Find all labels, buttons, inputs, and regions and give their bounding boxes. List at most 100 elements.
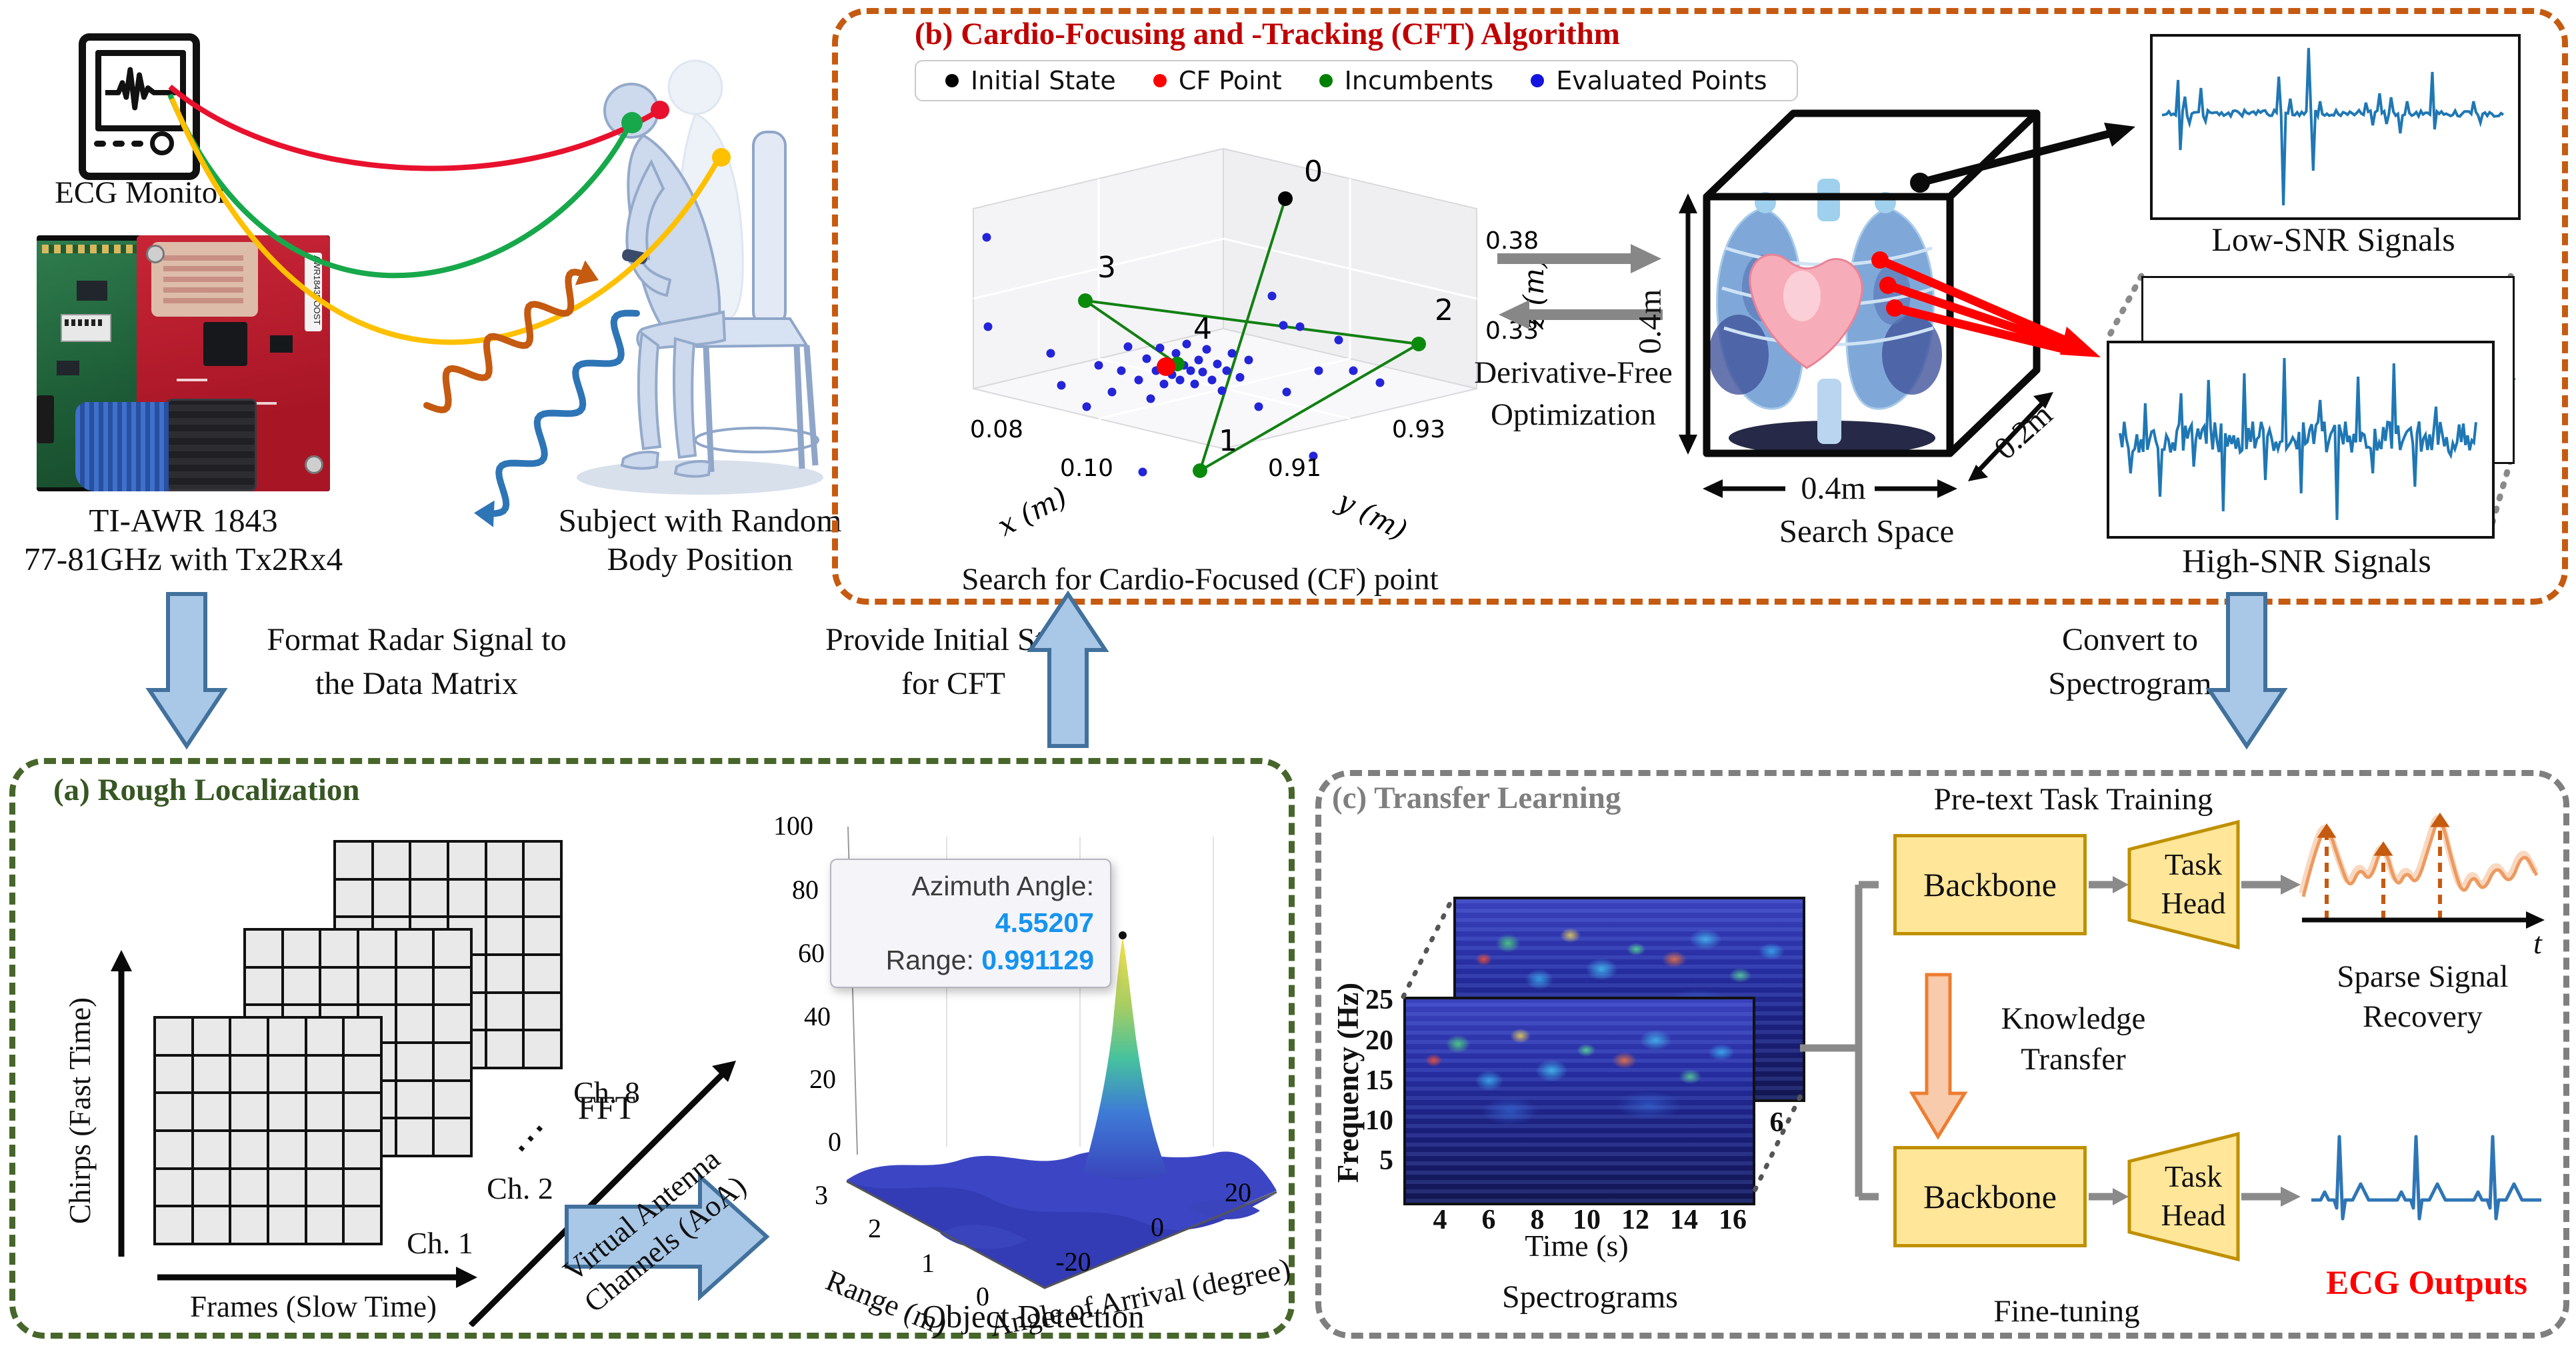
monitor-knob-icon [150, 131, 174, 155]
legend-dot-icon [1153, 74, 1167, 87]
tick-label: 6 [1481, 1205, 1496, 1235]
cube-width-label: 0.4m [1801, 471, 1866, 506]
ecg-wave-icon [105, 67, 177, 111]
data-matrix-ch1 [153, 1016, 383, 1245]
radar-board-photo: AWR1843BOOST [37, 235, 330, 491]
object-detection-caption: Object Detection [922, 1298, 1145, 1335]
subject-label-2: Body Position [607, 541, 793, 577]
legend-dot-icon [1531, 74, 1545, 87]
dfo-label-1: Derivative-Free [1474, 355, 1673, 390]
backbone-pretext-box: Backbone [1893, 834, 2087, 935]
ecg-outputs-label: ECG Outputs [2326, 1265, 2527, 1302]
tick-label: 12 [1621, 1205, 1649, 1235]
tick-label: 20 [1365, 1025, 1393, 1056]
ecg-monitor-label: ECG Monitor [55, 175, 228, 210]
ecg-monitor-icon [79, 33, 200, 180]
svg-text:-20: -20 [1055, 1247, 1091, 1277]
back-spectrogram-tick: 6 [1769, 1107, 1784, 1138]
svg-text:0.10: 0.10 [1060, 455, 1113, 482]
svg-text:0: 0 [828, 1127, 841, 1157]
legend-item: Incumbents [1319, 66, 1493, 95]
svg-text:0.38: 0.38 [1485, 227, 1539, 255]
svg-text:3: 3 [815, 1180, 828, 1210]
panel-a-title: (a) Rough Localization [53, 773, 360, 807]
panel-a-axes [111, 950, 770, 1327]
convert-flow-arrow [2205, 592, 2288, 750]
panel-c-border [1315, 770, 2569, 1339]
subject-illustration [577, 59, 823, 495]
channel-label-1: Ch. 1 [407, 1226, 473, 1260]
panel-a-border [9, 758, 1295, 1339]
scatter-legend: Initial State CF Point Incumbents Evaluated… [915, 60, 1798, 101]
legend-item: Evaluated Points [1531, 66, 1767, 95]
tick-label: 15 [1365, 1065, 1393, 1096]
ecg-leads-and-radar-waves [167, 84, 731, 527]
legend-item: Initial State [945, 66, 1116, 95]
frames-axis-label: Frames (Slow Time) [189, 1290, 437, 1323]
chest-illustration [1709, 179, 1942, 455]
convert-label-1: Convert to [2062, 622, 2198, 657]
legend-dot-icon [1319, 74, 1333, 87]
svg-text:3: 3 [1097, 251, 1116, 285]
subject-label-1: Subject with Random [558, 502, 842, 539]
panel-c-connectors [1401, 819, 2301, 1262]
legend-dot-icon [945, 74, 959, 87]
svg-text:0: 0 [976, 1281, 989, 1311]
convert-label-2: Spectrogram [2048, 666, 2212, 701]
format-flow-arrow [145, 592, 228, 750]
tick-label: 10 [1573, 1205, 1601, 1235]
svg-text:0: 0 [1304, 155, 1323, 189]
svg-text:0: 0 [1151, 1212, 1164, 1242]
chirps-axis-label: Chirps (Fast Time) [63, 997, 97, 1225]
tick-label: 5 [1379, 1145, 1393, 1176]
tick-label: 4 [1433, 1205, 1447, 1235]
low-snr-label: Low-SNR Signals [2211, 221, 2455, 258]
svg-text:4: 4 [1193, 312, 1212, 346]
sparse-label-2: Recovery [2362, 999, 2483, 1034]
channel-label-2: Ch. 2 [487, 1171, 553, 1205]
fft-label: FFT [577, 1089, 636, 1126]
tick-label: 25 [1365, 985, 1393, 1015]
cube-height-label: 0.4m [1632, 289, 1668, 355]
panel-b-title: (b) Cardio-Focusing and -Tracking (CFT) … [915, 17, 1620, 51]
sparse-signal-plot [2299, 813, 2545, 929]
svg-text:20: 20 [1225, 1177, 1251, 1207]
backbone-finetune-box: Backbone [1893, 1146, 2087, 1247]
scatter-caption: Search for Cardio-Focused (CF) point [961, 562, 1439, 597]
low-snr-box [2150, 34, 2521, 220]
svg-text:80: 80 [792, 875, 819, 905]
legend-item: CF Point [1153, 66, 1282, 95]
svg-text:20: 20 [809, 1064, 836, 1094]
format-label-1: Format Radar Signal to [267, 622, 567, 657]
tick-label: 14 [1670, 1205, 1698, 1235]
high-snr-box [2107, 341, 2495, 539]
svg-text:1: 1 [921, 1248, 935, 1278]
time-axis-label: Time (s) [1525, 1229, 1629, 1263]
format-label-2: the Data Matrix [315, 666, 518, 701]
svg-text:0.33: 0.33 [1485, 317, 1539, 345]
radar-label-1: TI-AWR 1843 [89, 502, 278, 539]
svg-text:0.91: 0.91 [1268, 455, 1321, 482]
t-axis-label: t [2533, 926, 2542, 960]
sparse-label-1: Sparse Signal [2337, 959, 2509, 994]
datatip: Azimuth Angle: 4.55207 Range: 0.991129 [830, 859, 1111, 989]
provide-flow-arrow [1027, 590, 1109, 748]
svg-text:1: 1 [1219, 424, 1237, 458]
svg-text:0.08: 0.08 [970, 416, 1023, 443]
svg-text:0.93: 0.93 [1392, 416, 1445, 443]
fine-tuning-label: Fine-tuning [1993, 1294, 2140, 1329]
dfo-label-2: Optimization [1490, 397, 1656, 432]
channel-label-8: Ch. 8 [573, 1075, 640, 1109]
spectrograms-caption: Spectrograms [1502, 1279, 1678, 1315]
pretext-heading: Pre-text Task Training [1933, 782, 2213, 817]
provide-label-2: for CFT [901, 666, 1005, 701]
tick-label: 16 [1719, 1205, 1747, 1235]
svg-text:60: 60 [798, 938, 825, 968]
radar-label-2: 77-81GHz with Tx2Rx4 [23, 541, 343, 577]
ecg-output-plot [2311, 1135, 2541, 1221]
